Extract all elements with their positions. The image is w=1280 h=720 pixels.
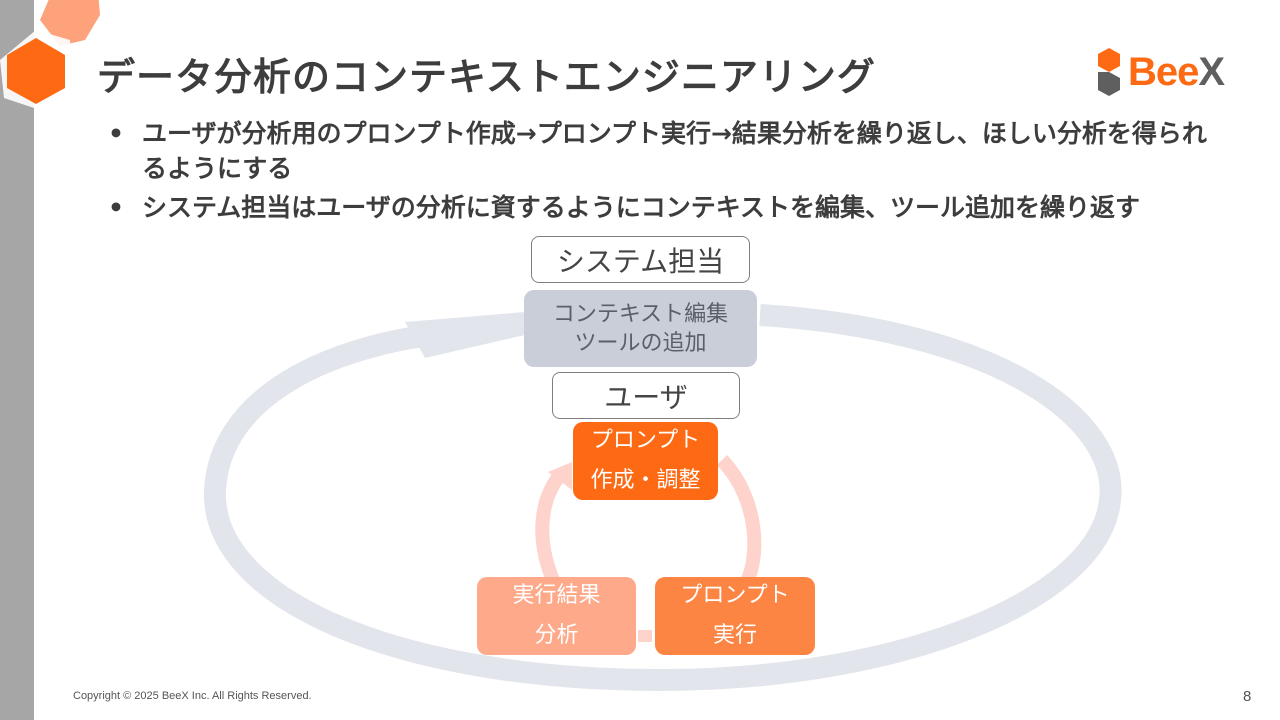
step-line2: 作成・調整 [590,468,701,493]
beex-logo: BeeX [1098,48,1225,96]
page-title: データ分析のコンテキストエンジニアリング [97,55,876,99]
inner-cycle-arrowhead-icon [548,462,572,490]
step-result-analysis: 実行結果 分析 [477,577,636,655]
system-role-label: システム担当 [531,236,750,283]
hexagon-light-icon [40,0,100,46]
hexagon-orange-icon [7,38,65,104]
user-role-label: ユーザ [552,372,740,419]
outer-cycle-arrowhead-icon [405,312,525,358]
beex-logo-icon [1098,48,1120,96]
bullet-text: システム担当はユーザの分析に資するようにコンテキストを編集、ツール追加を繰り返す [142,193,1141,222]
step-line2: 実行 [712,623,757,648]
step-prompt-create: プロンプト 作成・調整 [573,422,718,500]
copyright-footer: Copyright © 2025 BeeX Inc. All Rights Re… [73,690,312,702]
step-line1: プロンプト [590,428,701,453]
inner-cycle-connector [638,630,652,642]
inner-cycle-arrow [535,470,566,588]
inner-cycle-arrow [716,455,762,589]
sidebar-bar [0,0,34,720]
bullet-item: • システム担当はユーザの分析に資するようにコンテキストを編集、ツール追加を繰り… [104,190,1214,225]
system-role-text: システム担当 [556,244,725,278]
step-line1: プロンプト [680,583,790,608]
bullet-item: • ユーザが分析用のプロンプト作成→プロンプト実行→結果分析を繰り返し、ほしい分… [104,116,1214,186]
step-line1: 実行結果 [512,583,601,608]
outer-cycle-arrow [203,304,1122,692]
bullet-marker: • [108,193,124,222]
context-edit-line1: コンテキスト編集 [552,301,729,327]
context-edit-box: コンテキスト編集 ツールの追加 [524,290,757,367]
beex-logo-text: BeeX [1128,49,1225,94]
bullet-marker: • [108,119,124,148]
hexagon-decoration [0,0,100,110]
step-prompt-execute: プロンプト 実行 [655,577,815,655]
page-number: 8 [1243,688,1252,705]
context-edit-line2: ツールの追加 [574,330,707,356]
user-role-text: ユーザ [604,380,688,414]
step-line2: 分析 [534,623,579,648]
bullet-list: • ユーザが分析用のプロンプト作成→プロンプト実行→結果分析を繰り返し、ほしい分… [104,116,1214,229]
bullet-text: ユーザが分析用のプロンプト作成→プロンプト実行→結果分析を繰り返し、ほしい分析を… [142,119,1207,183]
